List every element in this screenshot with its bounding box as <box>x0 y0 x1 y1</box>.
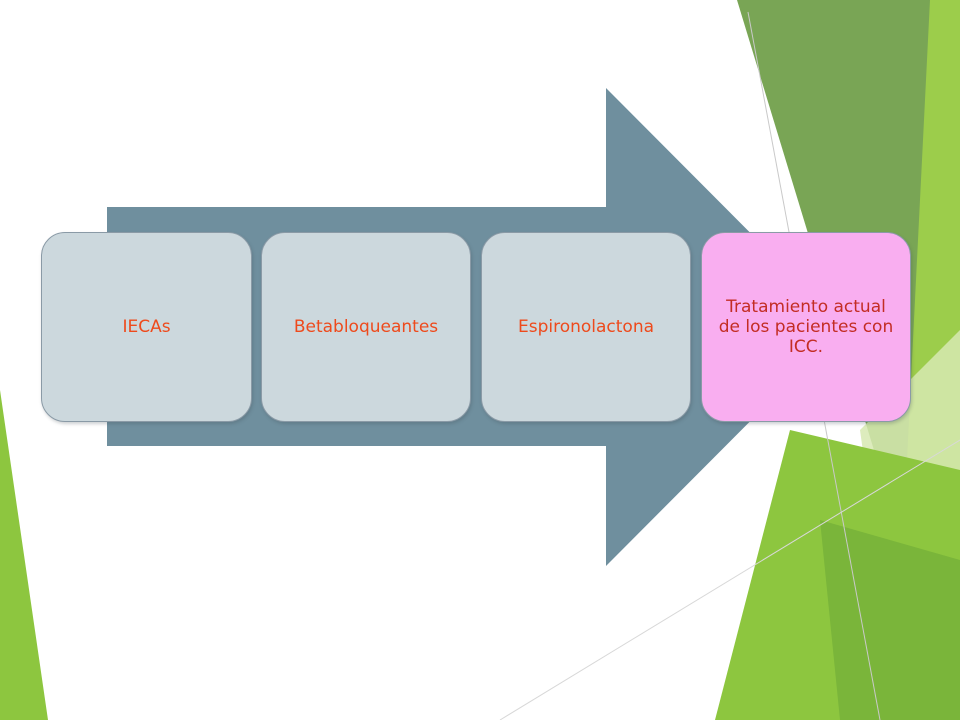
step-label: IECAs <box>122 316 171 337</box>
step-box-result: Tratamiento actual de los pacientes con … <box>701 232 911 422</box>
flow-arrow <box>107 88 844 566</box>
step-label: Betabloqueantes <box>293 316 439 337</box>
step-box-iecas: IECAs <box>41 232 252 422</box>
step-box-betabloqueantes: Betabloqueantes <box>261 232 471 422</box>
step-label: Espironolactona <box>517 316 655 337</box>
decor-left-green-shape <box>0 390 48 720</box>
decor-thin-line <box>499 439 960 720</box>
step-box-espironolactona: Espironolactona <box>481 232 691 422</box>
step-label: Tratamiento actual de los pacientes con … <box>718 297 894 357</box>
decor-green-mid-shape <box>820 520 960 720</box>
